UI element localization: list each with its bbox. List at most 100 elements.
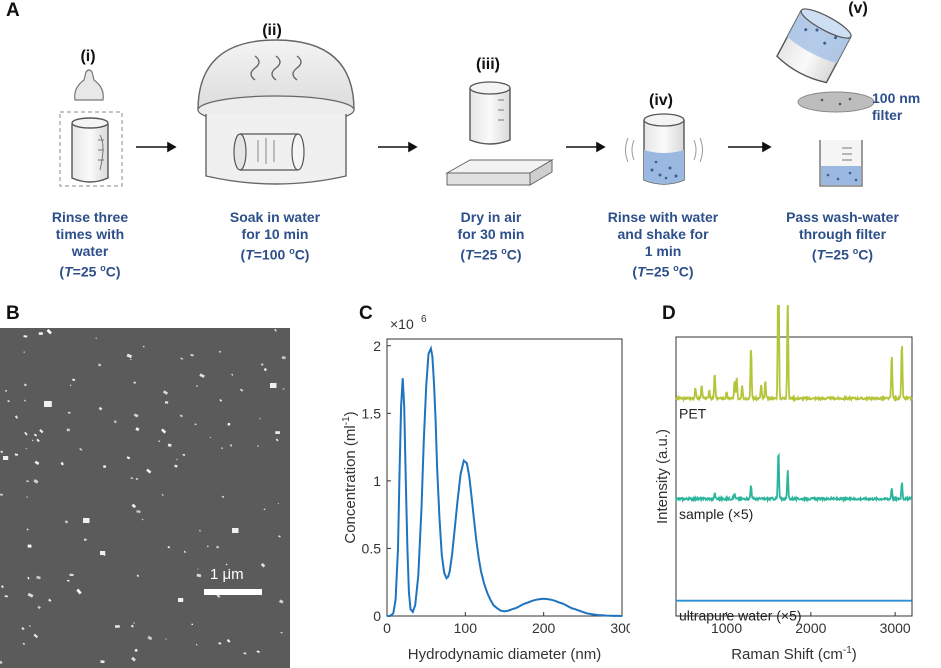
concentration-line	[387, 345, 623, 617]
sem-particle	[5, 390, 7, 392]
plot-frame	[386, 338, 623, 617]
sem-particle	[136, 510, 141, 513]
sem-particle	[26, 528, 29, 531]
sem-particle	[182, 454, 186, 456]
series-label-2: ultrapure water (×5)	[679, 608, 802, 624]
sem-particle	[229, 443, 233, 447]
step-iv-label: (iv)	[649, 92, 673, 109]
sem-particle	[31, 439, 34, 442]
step-v-label: (v)	[848, 0, 868, 17]
sem-particle	[21, 626, 25, 631]
x-tick-label: 1000	[711, 620, 742, 636]
sem-particle	[25, 447, 27, 450]
sem-particle	[136, 574, 140, 578]
sem-particle	[209, 436, 212, 439]
sem-particle	[48, 598, 52, 602]
x-tick-label: 200	[532, 620, 556, 636]
sem-particle	[231, 373, 234, 376]
sem-particle	[103, 465, 107, 468]
sem-particle	[37, 605, 41, 610]
sem-particle-large	[232, 528, 239, 533]
baby-bottle-icon	[59, 69, 123, 187]
sem-particle	[66, 579, 70, 582]
sem-particle	[261, 363, 264, 366]
sem-particle	[256, 650, 260, 654]
sem-particle	[275, 438, 279, 442]
sem-particle	[162, 390, 169, 395]
sem-particle	[69, 573, 74, 577]
sem-particle	[196, 573, 202, 578]
sem-particle	[36, 575, 41, 580]
sem-particle	[27, 592, 34, 598]
sem-particle	[278, 535, 281, 538]
sem-particle	[76, 588, 82, 595]
sem-particle	[130, 477, 134, 480]
sem-particle	[221, 447, 224, 450]
sem-particle	[239, 388, 244, 392]
sem-particle	[219, 398, 223, 402]
soaking-pot-icon	[197, 39, 355, 185]
sem-particle	[0, 660, 3, 665]
sem-particle	[115, 625, 120, 628]
sem-particle	[0, 450, 4, 454]
y-multiplier-exponent: 6	[421, 314, 427, 325]
sem-particle	[27, 576, 30, 580]
sem-particle	[259, 417, 262, 420]
sem-particle	[113, 420, 117, 424]
sem-particle-large	[83, 518, 90, 523]
y-tick-label: 1.5	[362, 405, 382, 421]
sem-particle	[130, 624, 134, 628]
sem-particle	[33, 633, 39, 639]
sem-particle	[146, 468, 152, 474]
sem-particle	[26, 496, 28, 498]
sem-particle	[161, 428, 167, 434]
filtration-icon	[776, 8, 875, 187]
sem-particle	[228, 568, 231, 571]
sem-particle	[195, 643, 198, 646]
sem-particle	[263, 508, 266, 511]
x-axis-label: Raman Shift (cm-1)	[731, 645, 857, 663]
sem-particle	[135, 477, 139, 481]
sem-particle	[218, 642, 222, 645]
sem-particle	[98, 363, 102, 367]
sem-particle	[126, 353, 133, 359]
sem-particle	[282, 388, 285, 390]
x-tick-label: 2000	[795, 620, 826, 636]
sem-particle	[165, 638, 167, 640]
sem-particle	[280, 631, 283, 634]
y-tick-label: 0	[373, 608, 381, 624]
x-tick-label: 100	[454, 620, 478, 636]
sem-particle	[69, 384, 72, 387]
sem-particle	[179, 414, 183, 418]
sem-particle	[39, 428, 44, 434]
drying-cup-icon	[445, 81, 554, 186]
y-tick-label: 2	[373, 338, 381, 354]
sem-image: 1 μm	[0, 328, 290, 668]
sem-particle	[133, 622, 135, 624]
sem-particle	[131, 503, 137, 509]
sem-particle	[226, 639, 231, 643]
sem-particle	[7, 400, 10, 402]
sem-particle	[167, 443, 172, 447]
sem-particles	[0, 328, 286, 665]
sem-particle	[199, 373, 205, 378]
shaking-cup-icon	[625, 113, 703, 185]
step-ii-label: (ii)	[262, 22, 282, 39]
sem-particle	[67, 411, 71, 414]
panel-d-letter: D	[662, 303, 676, 324]
sem-particle	[176, 458, 178, 461]
sem-particle	[22, 642, 25, 645]
x-tick-label: 0	[383, 620, 391, 636]
x-tick-label: 3000	[880, 620, 911, 636]
sem-particle	[141, 518, 144, 521]
sem-particle	[190, 354, 194, 357]
step-iii-label: (iii)	[476, 56, 500, 73]
sem-particle	[24, 399, 26, 402]
sem-particle	[64, 520, 69, 524]
x-axis-label: Hydrodynamic diameter (nm)	[408, 646, 601, 663]
sem-particle	[257, 445, 259, 447]
